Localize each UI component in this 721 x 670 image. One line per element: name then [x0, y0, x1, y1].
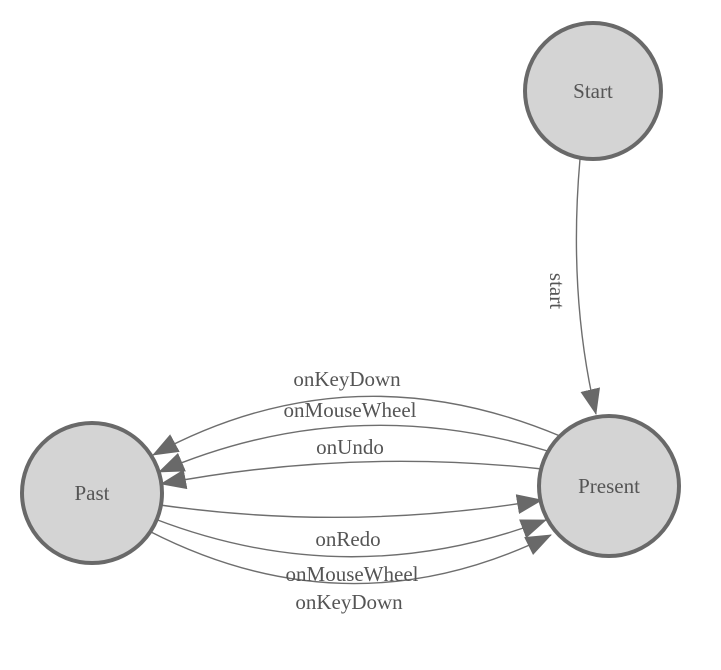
- node-present-label: Present: [578, 474, 640, 498]
- node-start-label: Start: [573, 79, 613, 103]
- node-start-circle[interactable]: [523, 21, 663, 161]
- edge-past-to-present-onkeydown[interactable]: [148, 530, 552, 585]
- edge-label-start: start: [545, 273, 569, 309]
- node-present-circle[interactable]: [537, 414, 681, 558]
- edge-past-to-present-onredo[interactable]: [159, 494, 543, 519]
- edge-past-to-present-onmousewheel[interactable]: [154, 518, 547, 558]
- node-past-label: Past: [74, 481, 109, 505]
- edge-label-onkeydown-bottom: onKeyDown: [295, 590, 403, 614]
- edge-present-to-past-onundo[interactable]: [160, 460, 543, 490]
- edge-label-onundo: onUndo: [316, 435, 384, 459]
- node-past[interactable]: Past: [20, 421, 164, 565]
- node-present[interactable]: Present: [537, 414, 681, 558]
- edge-present-to-past-onmousewheel[interactable]: [158, 424, 552, 473]
- edge-label-onmousewheel-bottom: onMouseWheel: [286, 562, 419, 586]
- node-past-circle[interactable]: [20, 421, 164, 565]
- edge-label-onkeydown-top: onKeyDown: [293, 367, 401, 391]
- node-start[interactable]: Start: [523, 21, 663, 161]
- edge-label-onredo: onRedo: [315, 527, 380, 551]
- edge-label-onmousewheel-top: onMouseWheel: [284, 398, 417, 422]
- edge-present-to-past-onkeydown[interactable]: [152, 395, 561, 456]
- edge-start-to-present[interactable]: [575, 158, 601, 415]
